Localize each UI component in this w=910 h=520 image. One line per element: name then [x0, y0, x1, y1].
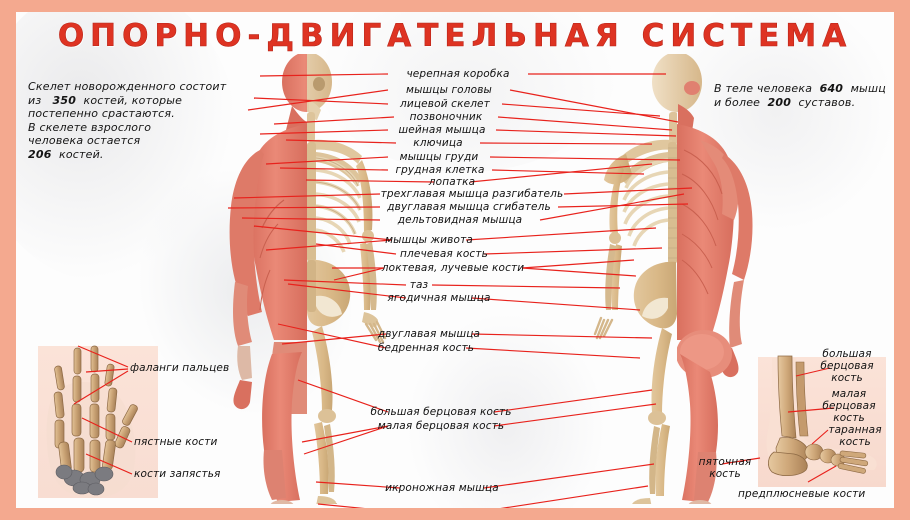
label-cherepnaya-korobka: черепная коробка — [406, 68, 510, 80]
fact-right-line2-post: суставов. — [798, 95, 856, 109]
label-plechevaya-kost: плечевая кость — [400, 248, 488, 260]
fact-left-num-350: 350 — [52, 93, 77, 107]
label-lopatka: лопатка — [428, 176, 476, 188]
fact-left-line4: В скелете взрослого — [28, 120, 152, 134]
label-yagodichnaya-myshca: ягодичная мышца — [387, 292, 491, 304]
fact-right-line1-post: мышц — [850, 82, 886, 95]
poster-sheet: ОПОРНО-ДВИГАТЕЛЬНАЯ СИСТЕМА — [16, 12, 894, 508]
hand-bones-illustration — [46, 345, 138, 498]
label-klyuchica: ключица — [413, 137, 463, 149]
fact-left-num-206: 206 — [28, 147, 52, 161]
label-line1: пяточная — [698, 456, 752, 468]
label-myshcy-zhivota: мышцы живота — [385, 234, 473, 246]
label-dvuglavaya-myshca-sgibatel: двуглавая мышца сгибатель — [387, 201, 551, 213]
label-line1: большая берцовая — [820, 348, 874, 372]
label-pozvonochnik: позвоночник — [409, 111, 483, 123]
back-skeleton-half — [593, 54, 677, 504]
label-deltovidnaya-myshca: дельтовидная мышца — [397, 214, 523, 226]
label-bolshaya-bercovaya-kost-foot: большая берцовая кость — [801, 348, 893, 384]
fact-right-line2-pre: и более — [714, 95, 761, 109]
label-taz: таз — [409, 279, 429, 291]
fact-right-num-200: 200 — [767, 95, 792, 109]
fact-left-line6-post: костей. — [58, 147, 104, 161]
label-line1: таранная — [828, 424, 882, 436]
front-muscle-half — [229, 54, 307, 504]
label-myshcy-golovy: мышцы головы — [406, 84, 492, 96]
label-trehglavaya-myshca-razgibatel: трехглавая мышца разгибатель — [380, 188, 564, 200]
label-grudnaya-kletka: грудная клетка — [395, 164, 485, 176]
back-muscle-half — [677, 54, 753, 504]
label-line2: кость — [709, 468, 741, 480]
back-view-figure — [593, 54, 753, 504]
fact-left-line3: постепенно срастаются. — [28, 107, 175, 121]
label-kosti-zapyastya: кости запястья — [134, 468, 221, 480]
leader-lines — [73, 73, 837, 508]
label-malaya-bercovaya-kost: малая берцовая кость — [377, 420, 505, 432]
label-dvuglavaya-myshca: двуглавая мышца — [377, 328, 481, 340]
fact-left-block: Скелет новорожденного состоит из 350 кос… — [28, 80, 228, 162]
label-loktevaya-luchevye-kosti: локтевая, лучевые кости — [381, 262, 525, 274]
label-pyastnye-kosti: пястные кости — [134, 436, 218, 448]
fact-right-num-640: 640 — [819, 82, 844, 95]
label-line2: кость — [839, 436, 871, 448]
fact-left-line1: Скелет новорожденного состоит — [28, 80, 227, 93]
label-pyatochnaya-kost-foot: пяточная кость — [696, 456, 754, 480]
fact-left-line5: человека остается — [28, 134, 141, 148]
label-ikronozhnaya-myshca: икроножная мышца — [385, 482, 499, 494]
label-tarannaya-kost: таранная кость — [822, 424, 888, 448]
label-pyatochnaya-kost: пяточная кость — [395, 507, 483, 509]
label-bedrennaya-kost: бедренная кость — [377, 342, 475, 354]
label-myshcy-grudi: мышцы груди — [399, 151, 479, 163]
label-line2: кость — [833, 412, 865, 424]
fact-right-line1-pre: В теле человека — [714, 82, 813, 95]
label-line1: малая берцовая — [822, 388, 876, 412]
fact-right-block: В теле человека 640 мышц и более 200 сус… — [714, 82, 894, 109]
label-sheynaya-myshca: шейная мышца — [398, 124, 486, 136]
foot-bones-illustration — [766, 355, 877, 476]
label-line2: кость — [831, 372, 863, 384]
label-licevoy-skelet: лицевой скелет — [400, 98, 490, 110]
fact-left-line2-post: костей, которые — [83, 93, 183, 107]
label-falangi-palcev: фаланги пальцев — [130, 362, 230, 374]
label-malaya-bercovaya-kost-foot: малая берцовая кость — [804, 388, 894, 424]
fact-left-line2-pre: из — [28, 93, 42, 107]
label-bolshaya-bercovaya-kost: большая берцовая кость — [370, 406, 512, 418]
poster-title: ОПОРНО-ДВИГАТЕЛЬНАЯ СИСТЕМА — [57, 18, 853, 55]
label-predplyusnevye-kosti: предплюсневые кости — [738, 488, 866, 500]
